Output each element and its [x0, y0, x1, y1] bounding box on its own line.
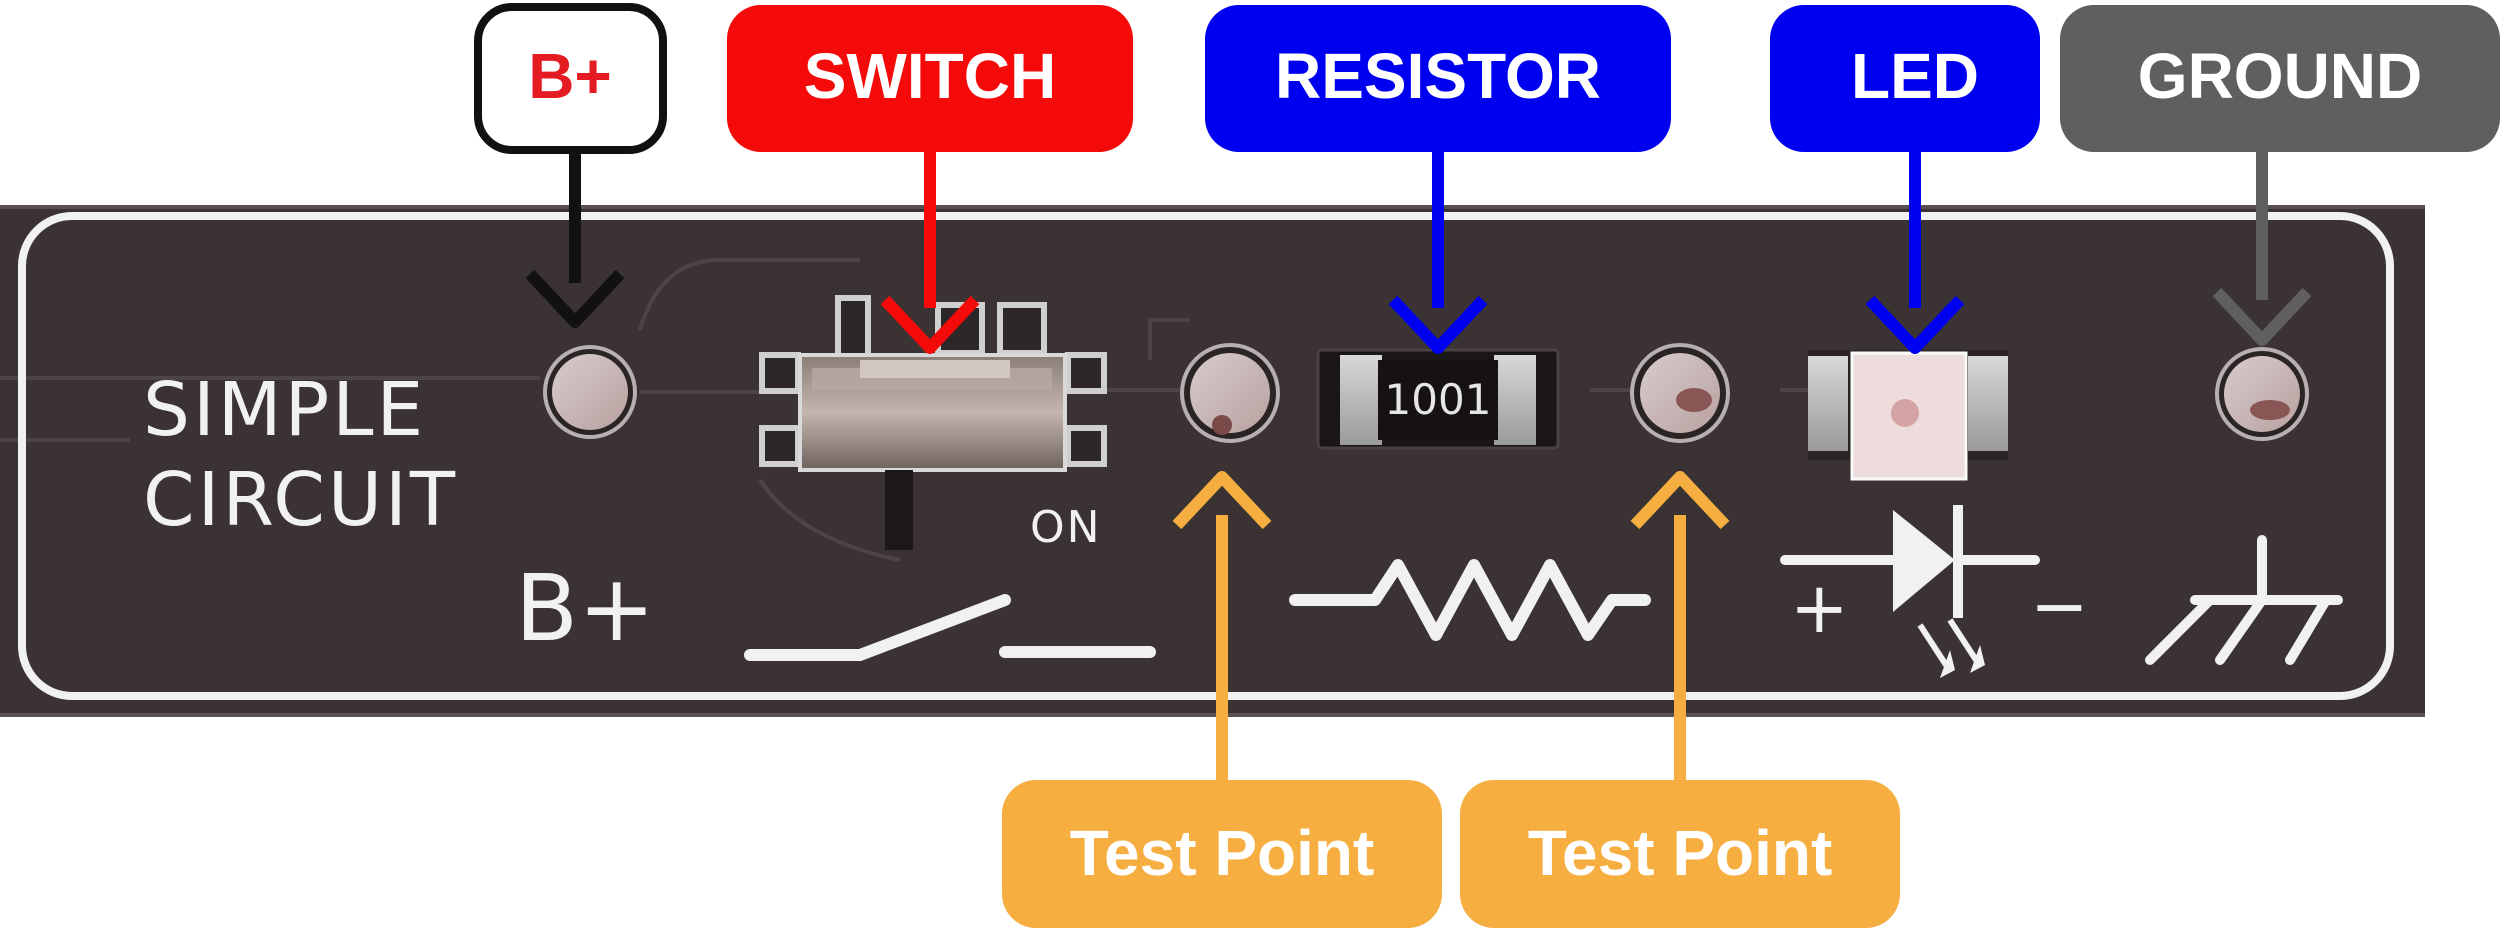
led-minus-label: − — [2030, 565, 2089, 647]
callout-test-point-2-label: Test Point — [1528, 817, 1833, 889]
callout-ground: GROUND — [2060, 5, 2500, 152]
test-pad-1 — [1180, 343, 1280, 443]
callout-bplus: B+ — [474, 3, 667, 154]
callout-test-point-2: Test Point — [1460, 780, 1900, 928]
callout-test-point-1: Test Point — [1002, 780, 1442, 928]
callout-resistor: RESISTOR — [1205, 5, 1671, 152]
led-component — [1808, 350, 2008, 481]
board-title-line2: CIRCUIT — [143, 457, 458, 543]
switch-arrow — [880, 150, 980, 354]
callout-bplus-label: B+ — [528, 40, 612, 112]
resistor-arrow — [1388, 150, 1488, 354]
ground-symbol — [2145, 535, 2343, 665]
callout-led-label: LED — [1851, 40, 1979, 112]
ground-arrow — [2212, 150, 2312, 346]
resistor-component: 1001 — [1316, 348, 1560, 450]
callout-switch-label: SWITCH — [804, 40, 1056, 112]
resistor-marking: 1001 — [1385, 375, 1492, 424]
callout-led: LED — [1770, 5, 2040, 152]
switch-symbol — [744, 594, 1156, 661]
callout-resistor-label: RESISTOR — [1275, 40, 1601, 112]
callout-arrows — [525, 150, 2312, 780]
board-background — [0, 205, 2425, 717]
silkscreen-outline — [18, 212, 2394, 700]
bplus-symbol: B+ — [515, 555, 655, 662]
led-arrow — [1865, 150, 1965, 354]
led-symbol — [1780, 505, 2040, 678]
pcb-board: SIMPLE CIRCUIT B+ ON — [0, 205, 2425, 717]
callout-test-point-1-label: Test Point — [1070, 817, 1375, 889]
bplus-pad — [543, 345, 637, 439]
ground-pad — [2215, 347, 2309, 441]
test-point-1-arrow — [1172, 471, 1272, 780]
pcb-traces — [0, 258, 1830, 562]
callout-switch: SWITCH — [727, 5, 1133, 152]
board-title-line1: SIMPLE — [143, 367, 426, 453]
switch-on-label: ON — [1030, 502, 1102, 553]
test-pad-2 — [1630, 343, 1730, 443]
bplus-arrow — [525, 150, 625, 328]
test-point-2-arrow — [1630, 471, 1730, 780]
led-plus-label: + — [1790, 567, 1849, 649]
resistor-symbol — [1289, 559, 1651, 641]
callout-ground-label: GROUND — [2138, 40, 2422, 112]
slide-switch — [759, 295, 1107, 550]
